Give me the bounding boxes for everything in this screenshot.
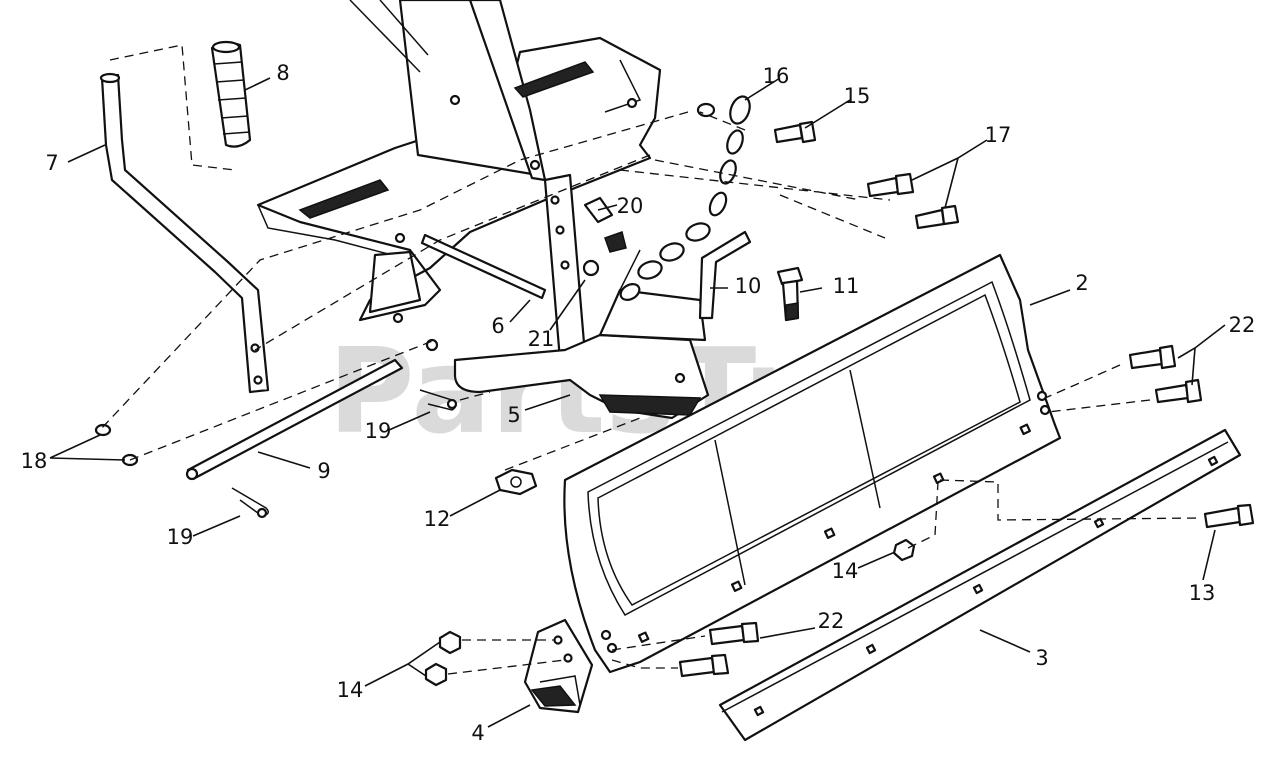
callout-15: 15 xyxy=(844,84,871,108)
callout-11: 11 xyxy=(833,274,860,298)
cotter-key xyxy=(604,231,627,253)
bolt-15 xyxy=(773,123,804,144)
leader-lines xyxy=(49,77,1226,728)
callout-5: 5 xyxy=(507,403,520,427)
callout-19-lower: 19 xyxy=(167,525,194,549)
nut-14-upper-left xyxy=(438,630,462,655)
lock-nut-21 xyxy=(582,259,600,277)
washer-upper xyxy=(94,423,112,437)
bolt-13 xyxy=(1203,503,1255,529)
washer-16 xyxy=(696,102,716,118)
callout-22-upper: 22 xyxy=(1229,313,1256,337)
hex-nut-12 xyxy=(494,468,538,496)
callout-18: 18 xyxy=(21,449,48,473)
tractor-frame xyxy=(256,0,662,324)
carriage-bolts-lower xyxy=(678,621,760,678)
callout-13: 13 xyxy=(1189,581,1216,605)
skid-shoe xyxy=(523,618,594,714)
callout-20: 20 xyxy=(617,194,644,218)
callout-17: 17 xyxy=(985,123,1012,147)
nut-14-right xyxy=(892,538,916,562)
nut-14-lower-left xyxy=(424,662,448,687)
lift-chain xyxy=(619,95,751,301)
cutting-edge xyxy=(718,428,1242,742)
callout-8: 8 xyxy=(276,61,289,85)
dozer-blade xyxy=(563,253,1062,674)
callout-22-lower: 22 xyxy=(818,609,845,633)
mounting-bracket xyxy=(425,173,711,420)
callout-7: 7 xyxy=(45,151,58,175)
grip-assembly-dashes xyxy=(109,44,236,171)
handle-grip xyxy=(210,40,252,148)
callout-14-left: 14 xyxy=(337,678,364,702)
carriage-bolts-upper xyxy=(1128,344,1203,404)
callout-labels: 2 3 4 5 6 7 8 9 10 11 12 13 14 14 15 16 … xyxy=(21,61,1256,745)
callout-12: 12 xyxy=(424,507,451,531)
callout-14-right: 14 xyxy=(832,559,859,583)
callout-16: 16 xyxy=(763,64,790,88)
callout-19-upper: 19 xyxy=(365,419,392,443)
callout-10: 10 xyxy=(735,274,762,298)
callout-9: 9 xyxy=(317,459,330,483)
bolts-17 xyxy=(866,172,960,230)
callout-2: 2 xyxy=(1075,271,1088,295)
callout-3: 3 xyxy=(1035,646,1048,670)
assembly-dashed-lines xyxy=(99,111,1201,675)
hitch-pin xyxy=(698,230,752,320)
callout-21: 21 xyxy=(528,327,555,351)
bolt-11 xyxy=(776,266,804,322)
lift-rod xyxy=(420,233,547,300)
callout-4: 4 xyxy=(471,721,484,745)
callout-6: 6 xyxy=(491,314,504,338)
